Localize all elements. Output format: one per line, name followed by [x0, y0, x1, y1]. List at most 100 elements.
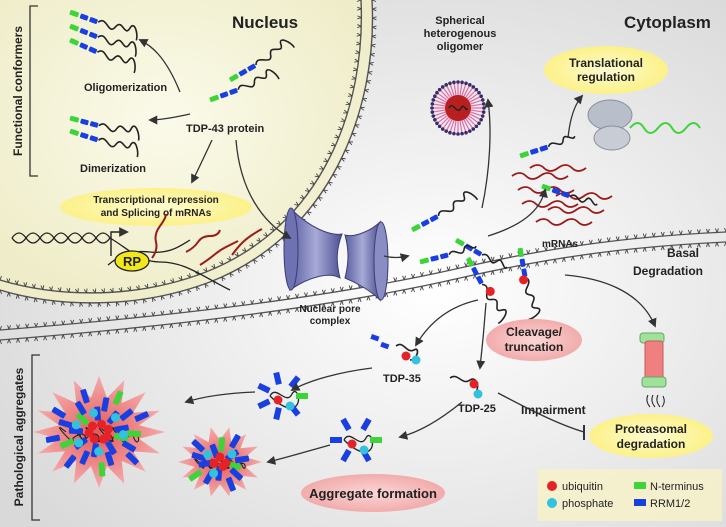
mrnas-label: mRNAs — [542, 239, 579, 250]
lipid-tail — [615, 236, 620, 241]
lipid-tail — [277, 296, 281, 301]
lipid-tail — [92, 288, 97, 294]
impairment-line — [497, 392, 585, 433]
lipid-tail — [597, 252, 602, 257]
n-terminus-domain — [69, 38, 79, 46]
lipid-tail — [337, 126, 343, 130]
n-terminus-domain — [517, 247, 524, 258]
oligomer-bead — [482, 106, 486, 110]
rrm-domain — [89, 121, 99, 128]
lipid-tail — [250, 313, 255, 319]
lipid-tail — [473, 260, 477, 265]
aggregate-domain — [98, 462, 106, 477]
lipid-tail — [178, 322, 183, 328]
lipid-tail — [570, 256, 575, 261]
oligomer-spoke — [467, 114, 480, 124]
n-terminus-domain — [419, 257, 430, 265]
tdp43-protein-glyph — [69, 38, 136, 74]
translational-line1: Translational — [569, 56, 643, 70]
lipid-tail — [624, 235, 629, 240]
lipid-tail — [317, 196, 323, 201]
lipid-tail — [31, 283, 36, 289]
rrm-domain — [519, 258, 526, 267]
oligomer-bead — [479, 118, 483, 122]
lipid-tail — [204, 283, 209, 289]
lipid-tail — [455, 264, 460, 269]
lipid-tail — [169, 278, 175, 283]
lipid-tail — [309, 180, 315, 185]
phosphate-mark — [94, 447, 104, 457]
lipid-tail — [115, 329, 120, 334]
lipid-tail — [660, 245, 665, 251]
lipid-tail — [232, 302, 237, 307]
oligomer-spoke — [469, 109, 484, 113]
cluster-domain — [296, 393, 308, 399]
functional-bracket: Functional conformers — [11, 5, 38, 177]
lipid-tail — [33, 297, 38, 303]
n-terminus-domain — [69, 115, 80, 123]
lipid-tail — [660, 231, 665, 237]
arrow-to-oligomerization — [138, 39, 181, 93]
lipid-tail — [151, 325, 156, 331]
lipid-tail — [40, 285, 45, 290]
aggregate-domain — [121, 440, 137, 453]
lipid-tail — [526, 263, 531, 269]
lipid-tail — [79, 302, 84, 307]
arrow-to-transcription — [191, 139, 213, 184]
pore-left-rim — [283, 207, 299, 291]
lipid-tail — [535, 248, 540, 253]
oligomer-spoke — [462, 118, 471, 132]
plasma-membrane-lipids — [0, 227, 726, 345]
oligomer-core — [445, 95, 471, 121]
lipid-tail — [223, 317, 228, 322]
dna-strand-bottom — [11, 232, 111, 244]
lipid-tail — [633, 234, 638, 239]
rp-label: RP — [123, 254, 141, 269]
n-terminus-domain — [519, 151, 530, 159]
pathological-bracket: Pathological aggregates — [12, 354, 40, 521]
c-terminal-tail — [255, 39, 296, 66]
nucleus-title: Nucleus — [232, 13, 298, 32]
lipid-tail — [651, 246, 656, 251]
c-terminal-tail — [98, 123, 140, 141]
lipid-tail — [579, 254, 584, 260]
transcription-bubble: Transcriptional repression and Splicing … — [60, 188, 252, 226]
lipid-tail — [15, 294, 20, 299]
oligomer-bead — [471, 127, 476, 131]
spherical-line2: heterogenous — [424, 28, 497, 40]
lipid-tail — [372, 16, 377, 21]
lipid-tail — [356, 32, 362, 37]
lipid-tail — [553, 259, 557, 264]
oligomer-sphere — [430, 80, 486, 136]
cleavage-line1: Cleavage/ — [506, 325, 563, 339]
lipid-tail — [268, 297, 273, 302]
lipid-tail — [187, 321, 192, 327]
n-terminus-domain — [69, 128, 80, 136]
aggregate-domain — [68, 427, 84, 435]
oligomer-spoke — [436, 114, 449, 124]
oligomer-spoke — [445, 118, 454, 132]
legend-swatch-1 — [547, 498, 557, 508]
lipid-tail — [169, 323, 174, 329]
lipid-tail — [268, 311, 273, 316]
oligomer-bead — [440, 127, 445, 131]
oligomer-spoke — [466, 89, 477, 100]
lipid-tail — [97, 331, 102, 336]
lipid-tail — [369, 62, 374, 66]
oligomer-bead — [481, 102, 486, 106]
lipid-tail — [125, 301, 129, 306]
oligomer-spoke — [468, 112, 482, 121]
n-terminus-domain — [541, 183, 552, 192]
rrm-domain — [89, 135, 99, 143]
lipid-tail — [25, 337, 29, 342]
proteasome-cap-bottom — [641, 376, 667, 388]
lipid-tail — [371, 0, 377, 2]
aggregate-domain — [191, 452, 207, 462]
proteasome-core — [644, 340, 664, 380]
lipid-tail — [286, 309, 290, 314]
oligomer-bead — [435, 90, 439, 95]
oligomer-spoke — [445, 84, 454, 98]
lipid-tail — [211, 263, 216, 269]
lipid-tail — [339, 286, 344, 292]
oligomer-bead — [471, 85, 476, 89]
